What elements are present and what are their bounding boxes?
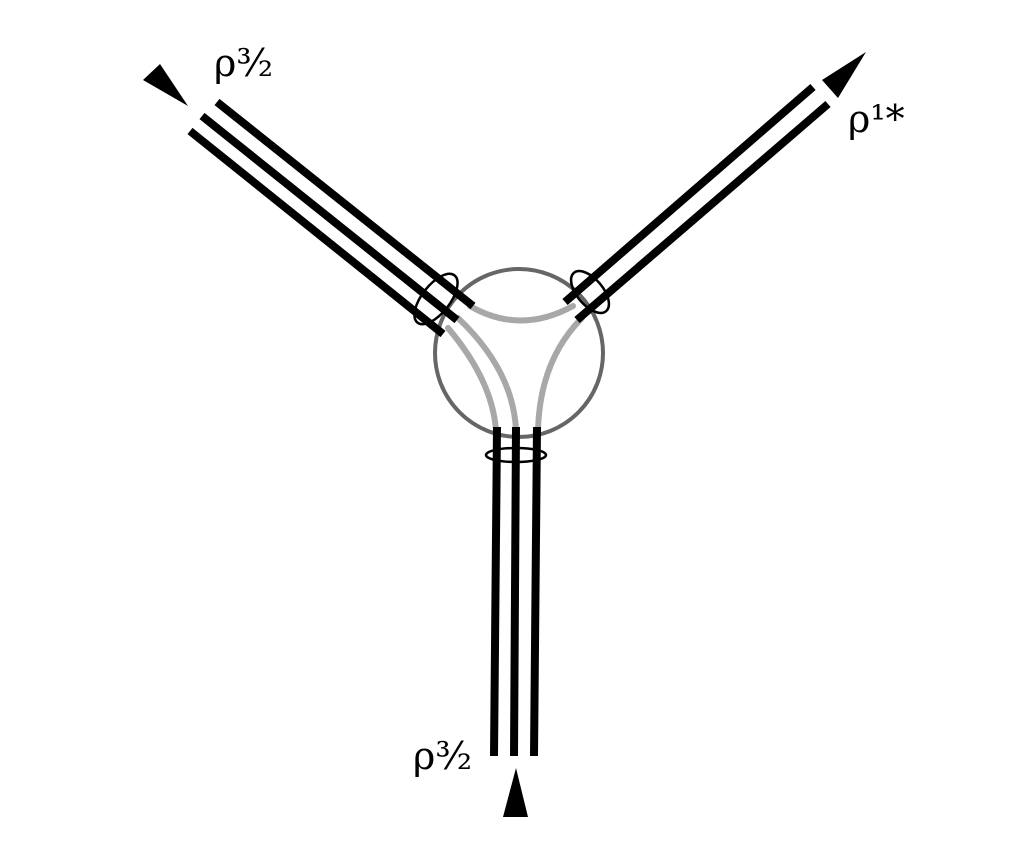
leg-top-right <box>562 83 831 324</box>
leg-top-left <box>187 98 476 338</box>
arrowheads <box>143 52 866 817</box>
label-top-left-rho: ρ³⁄₂ <box>214 41 274 85</box>
inner-line-left-to-bottom-b <box>455 315 519 433</box>
loop-top-right <box>569 269 611 315</box>
leg-bottom-line-3 <box>530 426 541 757</box>
arrowhead-bottom <box>503 768 528 817</box>
vertex-inner-lines <box>445 303 585 433</box>
leg-top-right-line-1 <box>562 83 816 306</box>
binding-loops <box>413 269 611 464</box>
loop-top-left <box>413 272 459 326</box>
inner-line-right-to-bottom <box>535 315 585 433</box>
leg-bottom-line-1 <box>490 426 501 757</box>
arrowhead-top-right <box>822 52 866 98</box>
inner-line-left-to-bottom-a <box>445 325 499 433</box>
leg-bottom <box>490 426 541 757</box>
arrowhead-top-left <box>143 64 188 106</box>
leg-top-left-line-3 <box>187 127 446 338</box>
label-top-right-rho: ρ¹* <box>848 97 905 141</box>
leg-top-left-line-2 <box>199 112 460 324</box>
inner-line-left-to-right <box>467 303 576 324</box>
loop-bottom <box>484 446 548 464</box>
label-bottom-rho: ρ³⁄₂ <box>413 734 473 778</box>
leg-top-left-line-1 <box>214 98 476 310</box>
leg-bottom-line-2 <box>510 426 520 757</box>
leg-top-right-line-2 <box>574 100 831 324</box>
